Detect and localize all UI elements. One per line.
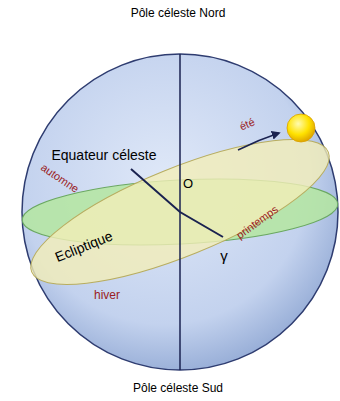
season-label: printemps — [234, 203, 280, 241]
pole-label: Pôle céleste Nord — [131, 7, 226, 20]
motion-arrow — [238, 133, 279, 150]
ecliptic-plane — [15, 111, 340, 312]
plane-label: Ecliptique — [53, 228, 115, 265]
season-label: été — [238, 116, 257, 133]
pole-label: Pôle céleste Sud — [133, 382, 223, 395]
vernal-point-label: γ — [220, 248, 228, 265]
season-label: automne — [39, 161, 81, 195]
line-of-nodes — [131, 169, 223, 237]
sun-symbol — [287, 114, 315, 142]
plane-label: Equateur céleste — [51, 148, 156, 163]
season-label: hiver — [94, 289, 120, 302]
center-label: O — [183, 177, 193, 191]
